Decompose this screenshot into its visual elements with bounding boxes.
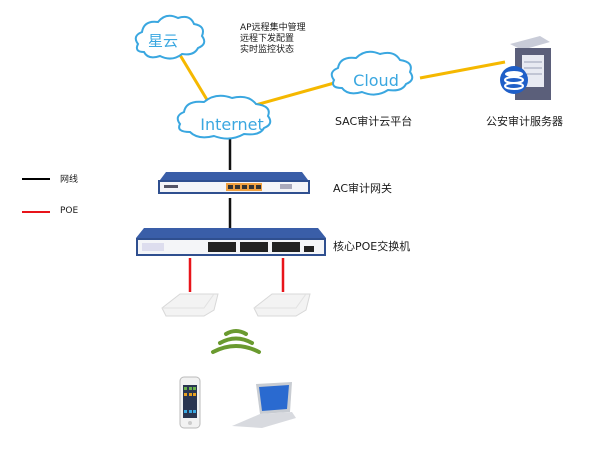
cloud-sac-icon [330, 50, 414, 96]
sac-platform-label: SAC审计云平台 [335, 115, 413, 128]
access-point-2-icon [253, 293, 311, 317]
cloud-internet-icon [176, 94, 272, 140]
ap-feature-line: AP远程集中管理 [240, 23, 306, 33]
link-cloud-server [419, 60, 506, 80]
smartphone-icon [179, 376, 201, 429]
ap-feature-line: 远程下发配置 [240, 34, 295, 44]
link-internet-cloud [251, 78, 346, 108]
cloud-xingyun-icon [134, 14, 206, 60]
ac-gateway-device-icon [158, 172, 310, 194]
legend-label-ethernet: 网线 [60, 175, 79, 185]
cloud-internet-label: Internet [200, 115, 264, 134]
ap-feature-line: 实时监控状态 [240, 45, 295, 55]
legend-label-poe: POE [60, 206, 79, 216]
access-point-1-icon [161, 293, 219, 317]
ac-gateway-label: AC审计网关 [333, 182, 393, 195]
server-icon [500, 36, 551, 100]
cloud-sac-label: Cloud [353, 71, 399, 90]
poe-switch-device-icon [136, 228, 326, 256]
wifi-signal-icon [211, 329, 261, 354]
laptop-icon [232, 382, 296, 428]
ap-features-annotation: AP远程集中管理 远程下发配置 实时监控状态 [240, 23, 306, 56]
cloud-xingyun-label: 星云 [148, 32, 178, 50]
poe-switch-label: 核心POE交换机 [333, 240, 411, 253]
police-server-label: 公安审计服务器 [486, 115, 563, 128]
